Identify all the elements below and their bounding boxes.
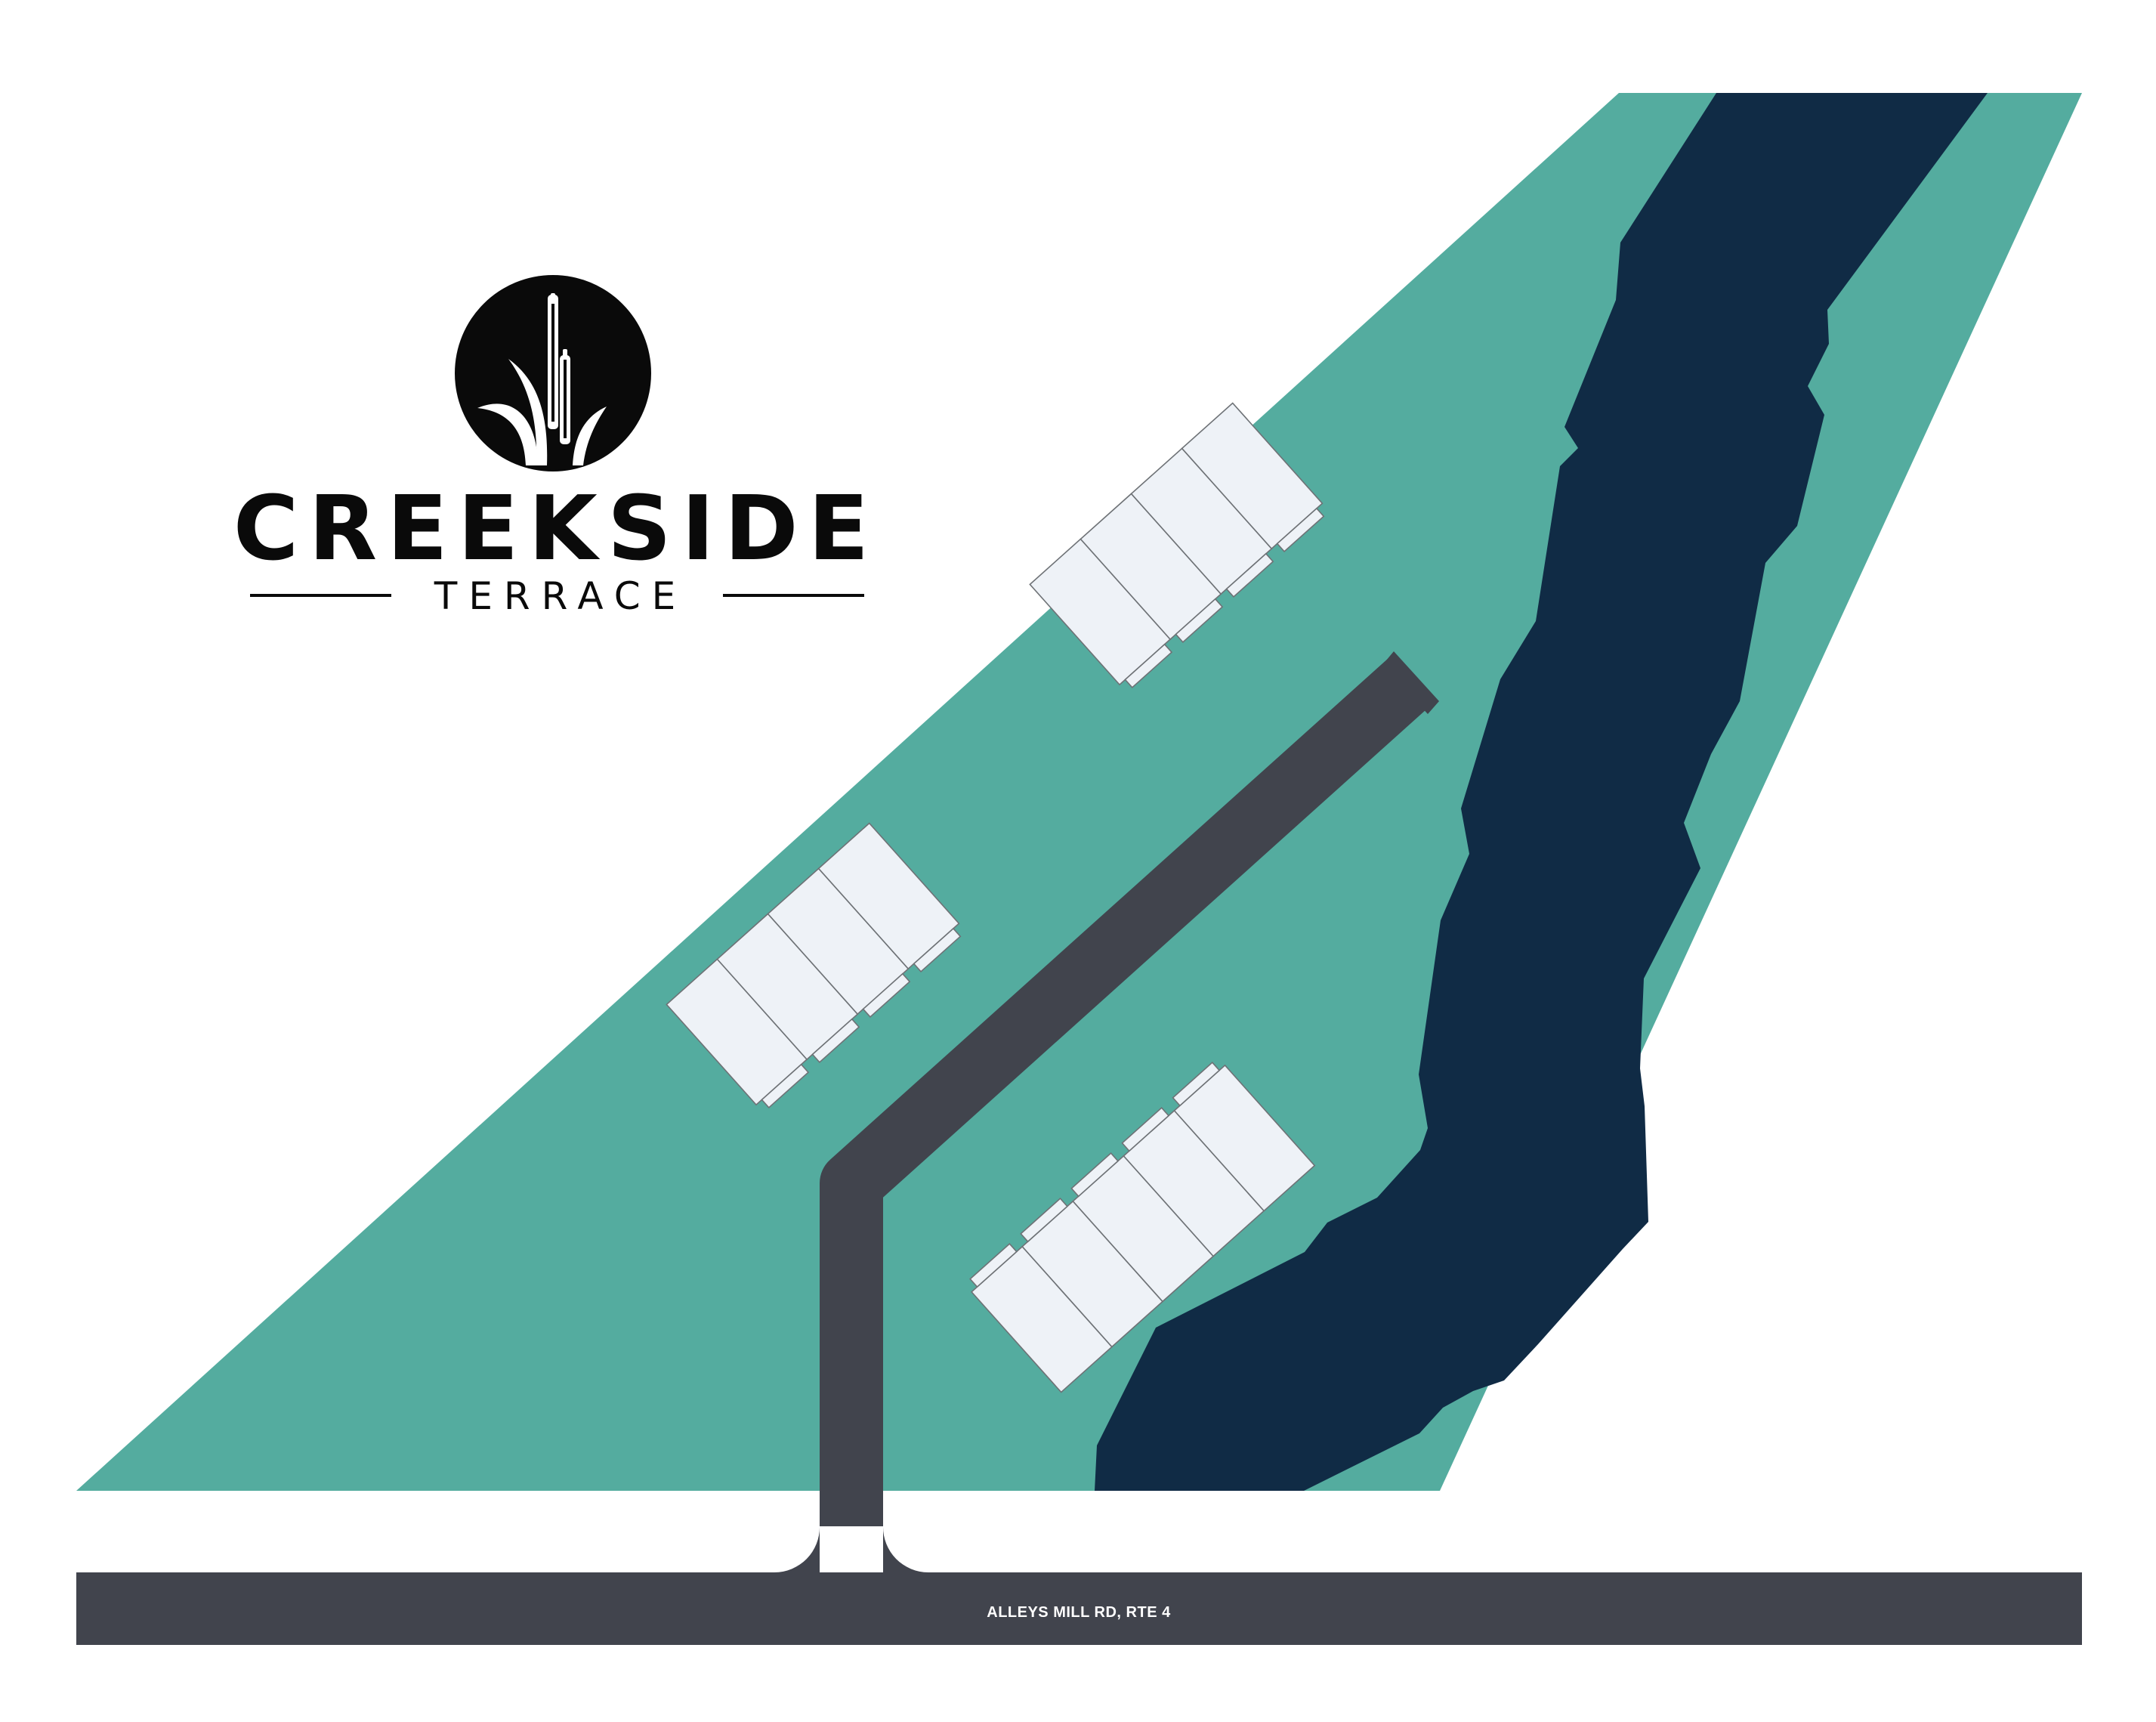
building-north [1029,402,1325,689]
access-road-fillet-right [882,1526,928,1572]
stoop-south-5 [969,1242,1018,1288]
main-road [76,1572,2082,1645]
logo-rule-right [723,594,864,597]
building-south [969,1062,1316,1393]
stoop-west-3 [862,972,911,1019]
logo: CREEKSIDE TERRACE [233,275,879,618]
stoop-south-3 [1070,1152,1120,1198]
stoop-south-1 [1172,1062,1221,1107]
stoop-north-1 [1124,643,1173,689]
stoop-north-2 [1175,598,1224,644]
stoop-west-1 [761,1063,810,1109]
road-label: ALLEYS MILL RD, RTE 4 [987,1604,1171,1621]
stoop-north-4 [1276,507,1325,553]
logo-title: CREEKSIDE [233,476,879,580]
logo-rule-left [250,594,391,597]
stoop-west-4 [913,927,962,973]
stoop-north-3 [1225,552,1274,598]
cattail-icon [455,275,651,471]
access-road-cap [1382,651,1439,714]
access-road [820,653,1437,1526]
creek [1095,93,1988,1491]
building-west [666,822,962,1109]
stoop-south-4 [1020,1197,1068,1243]
access-road-fillet-left [774,1526,820,1572]
stoop-south-2 [1121,1106,1170,1152]
logo-subtitle: TERRACE [434,574,687,618]
stoop-west-2 [811,1018,860,1064]
